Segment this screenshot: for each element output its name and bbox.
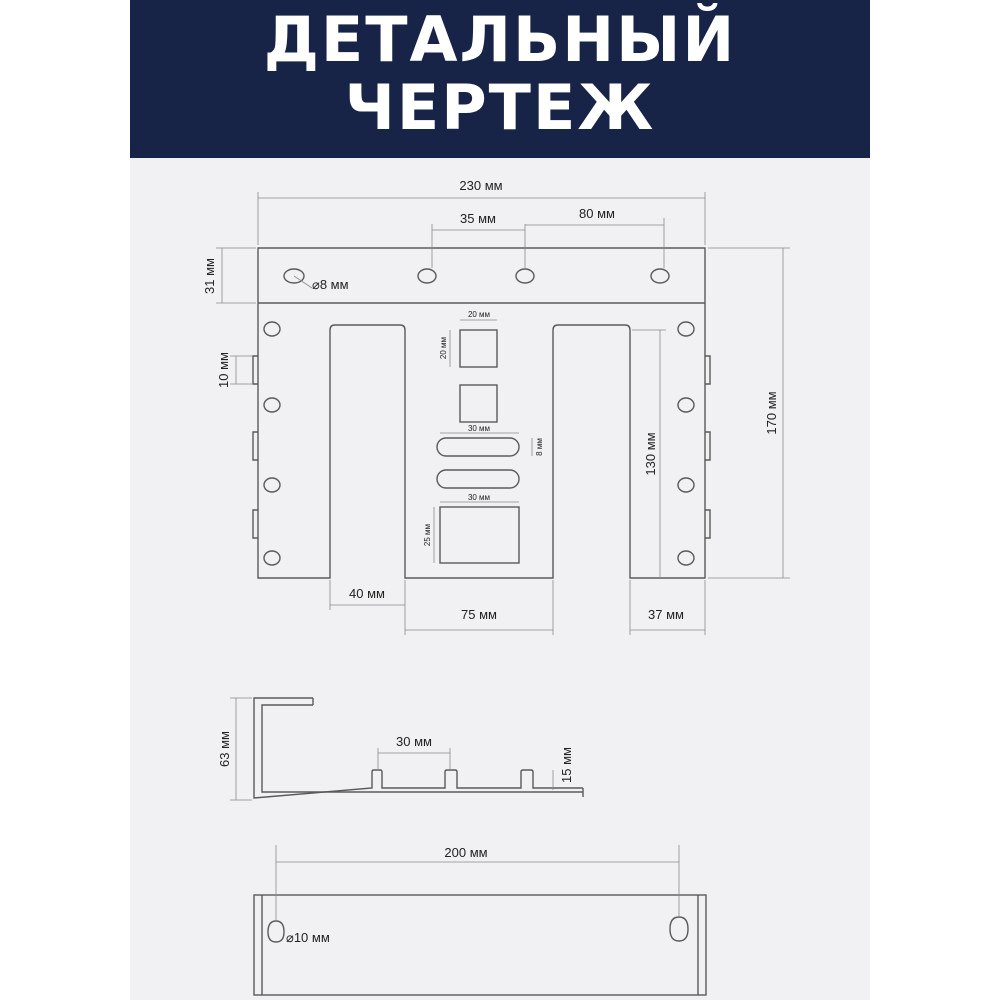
dim-37: 37 мм [648,607,684,622]
dim-rect-w: 30 мм [468,493,490,502]
side-dimension-labels: 63 мм 30 мм 15 мм [217,731,574,783]
dim-sq-w: 20 мм [468,310,490,319]
side-dimension-lines [230,697,554,801]
front-view [252,247,711,579]
front-plate-outline [257,247,706,579]
front-dimension-lines [216,192,790,635]
rect-cutout [439,506,520,564]
dim-31: 31 мм [202,258,217,294]
side-profile [253,697,584,799]
slot-cutout-1 [436,437,520,457]
dim-30-pitch: 30 мм [396,734,432,749]
dim-slot-h: 8 мм [535,438,544,456]
dim-slot-w: 30 мм [468,424,490,433]
dim-170: 170 мм [764,391,779,434]
dim-10: 10 мм [216,352,231,388]
front-dimension-labels: 230 мм 35 мм 80 мм ⌀8 мм 31 мм 10 мм 170… [202,178,779,622]
dim-230: 230 мм [459,178,502,193]
title-line-2: ЧЕРТЕЖ [344,71,656,144]
header-banner: ДЕТАЛЬНЫЙ ЧЕРТЕЖ [130,0,870,158]
square-cutout-1 [459,329,498,368]
slot-cutout-2 [436,469,520,489]
hole-dia-8: ⌀8 мм [312,277,349,292]
dim-130: 130 мм [643,432,658,475]
drawing-panel: ДЕТАЛЬНЫЙ ЧЕРТЕЖ [130,0,870,1000]
hole-dia-10: ⌀10 мм [286,930,330,945]
keyhole-right [669,916,689,942]
keyhole-left [267,920,285,943]
bottom-view [253,894,707,996]
dim-sq-h: 20 мм [439,337,448,359]
dim-rect-h: 25 мм [423,524,432,546]
dim-80: 80 мм [579,206,615,221]
cutout-dimension-labels: 20 мм 20 мм 30 мм 8 мм 30 мм 25 мм [423,310,544,546]
square-cutout-2 [459,384,498,423]
dim-75: 75 мм [461,607,497,622]
dim-15: 15 мм [559,747,574,783]
bottom-dimension-labels: 200 мм ⌀10 мм [286,845,488,945]
dim-63: 63 мм [217,731,232,767]
dim-35: 35 мм [460,211,496,226]
bottom-dimension-lines [275,845,680,921]
title-line-1: ДЕТАЛЬНЫЙ [263,3,737,76]
dim-40: 40 мм [349,586,385,601]
dim-200: 200 мм [444,845,487,860]
